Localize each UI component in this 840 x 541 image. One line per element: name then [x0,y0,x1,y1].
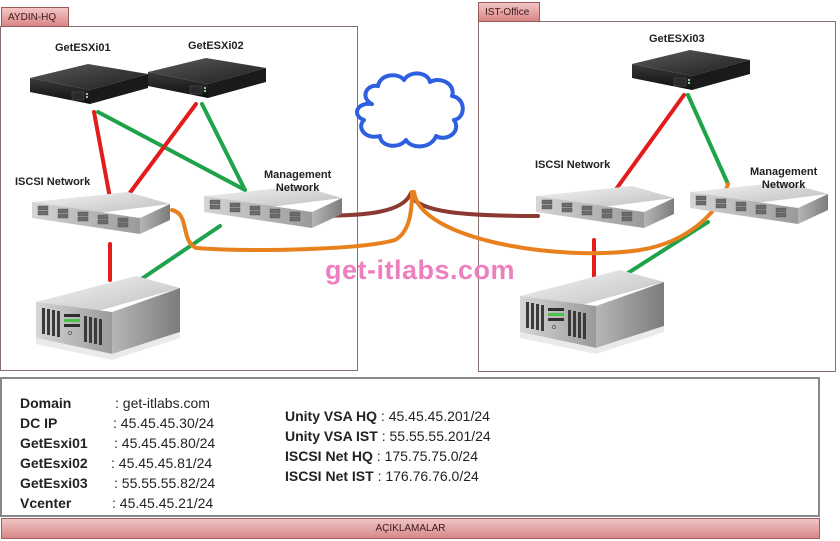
link-wan-mgmt [306,190,540,218]
legend-row-getesxi01: GetEsxi01 : 45.45.45.80/24 [20,435,215,451]
link-ist-mgmt-storage [618,220,710,280]
region-tab-aydin-hq: AYDIN-HQ [1,7,69,27]
link-esxi01-hq-mgmt [96,110,247,192]
legend-key: DC IP [20,415,58,431]
switch-ist-iscsi-icon [535,185,675,229]
label-ist-mgmt-line1: Management [750,166,818,178]
legend-key: Unity VSA IST [285,428,378,444]
legend-row-getesxi03: GetEsxi03 : 55.55.55.82/24 [20,475,215,491]
legend-footer-title: AÇIKLAMALAR [1,518,820,539]
legend-key: ISCSI Net HQ [285,448,373,464]
legend-row-unity-vsa-hq: Unity VSA HQ : 45.45.45.201/24 [285,408,490,424]
legend-row-getesxi02: GetEsxi02 : 45.45.45.81/24 [20,455,212,471]
label-hq-management-network: Management Network [264,169,331,195]
legend-row-vcenter: Vcenter : 45.45.45.21/24 [20,495,213,511]
link-wan-ist-iscsi [412,182,730,256]
label-ist-iscsi-network: ISCSI Network [535,159,611,171]
region-tab-ist-office: IST-Office [478,2,540,22]
server-getesxi03-icon [631,49,751,91]
legend-row-dc-ip: DC IP : 45.45.45.30/24 [20,415,214,431]
server-getesxi01-icon [29,63,149,105]
link-esxi01-hq-iscsi [92,110,112,200]
legend-value: : 45.45.45.201/24 [377,408,490,424]
legend-value: : 55.55.55.201/24 [377,428,491,444]
watermark: get-itlabs.com [325,255,516,285]
legend-key: GetEsxi02 [20,455,88,471]
legend-row-unity-vsa-ist: Unity VSA IST : 55.55.55.201/24 [285,428,491,444]
label-getesxi02: GetESXi02 [188,40,244,52]
network-diagram [29,49,829,361]
link-hq-mgmt-storage [132,224,222,286]
legend-key: ISCSI Net IST [285,468,374,484]
storage-hq-icon [35,275,181,361]
legend-value: : 55.55.55.82/24 [114,475,216,491]
legend-key: Vcenter [20,495,72,511]
label-hq-iscsi-network: ISCSI Network [15,176,91,188]
legend-value: : 45.45.45.21/24 [112,495,214,511]
label-ist-management-network: Management Network [750,166,817,192]
legend-value: : get-itlabs.com [115,395,210,411]
legend-row-domain: Domain : get-itlabs.com [20,395,210,411]
legend-key: Domain [20,395,72,411]
link-esxi02-hq-mgmt [200,102,247,192]
wan-cloud-icon [355,71,465,149]
legend-key: Unity VSA HQ [285,408,378,424]
legend-row-iscsi-net-ist: ISCSI Net IST : 176.76.76.0/24 [285,468,479,484]
server-getesxi02-icon [147,57,267,99]
legend-value: : 45.45.45.81/24 [111,455,213,471]
legend-panel: Domain : get-itlabs.com DC IP : 45.45.45.3… [0,377,820,517]
label-hq-mgmt-line1: Management [264,169,332,181]
link-esxi03-ist-iscsi [612,93,686,194]
label-hq-mgmt-line2: Network [275,182,320,194]
legend-key: GetEsxi03 [20,475,88,491]
label-ist-mgmt-line2: Network [761,179,806,191]
legend-value: : 45.45.45.30/24 [113,415,215,431]
legend-key: GetEsxi01 [20,435,88,451]
switch-hq-iscsi-icon [31,191,171,235]
legend-value: : 176.76.76.0/24 [373,468,479,484]
label-getesxi01: GetESXi01 [55,42,111,54]
link-wan-hq-iscsi [170,190,414,252]
link-esxi03-ist-mgmt [686,93,730,186]
link-esxi02-hq-iscsi [124,102,198,200]
legend-value: : 175.75.75.0/24 [372,448,478,464]
legend-row-iscsi-net-hq: ISCSI Net HQ : 175.75.75.0/24 [285,448,478,464]
label-getesxi03: GetESXi03 [649,33,705,45]
legend-value: : 45.45.45.80/24 [114,435,216,451]
storage-ist-icon [519,269,665,355]
